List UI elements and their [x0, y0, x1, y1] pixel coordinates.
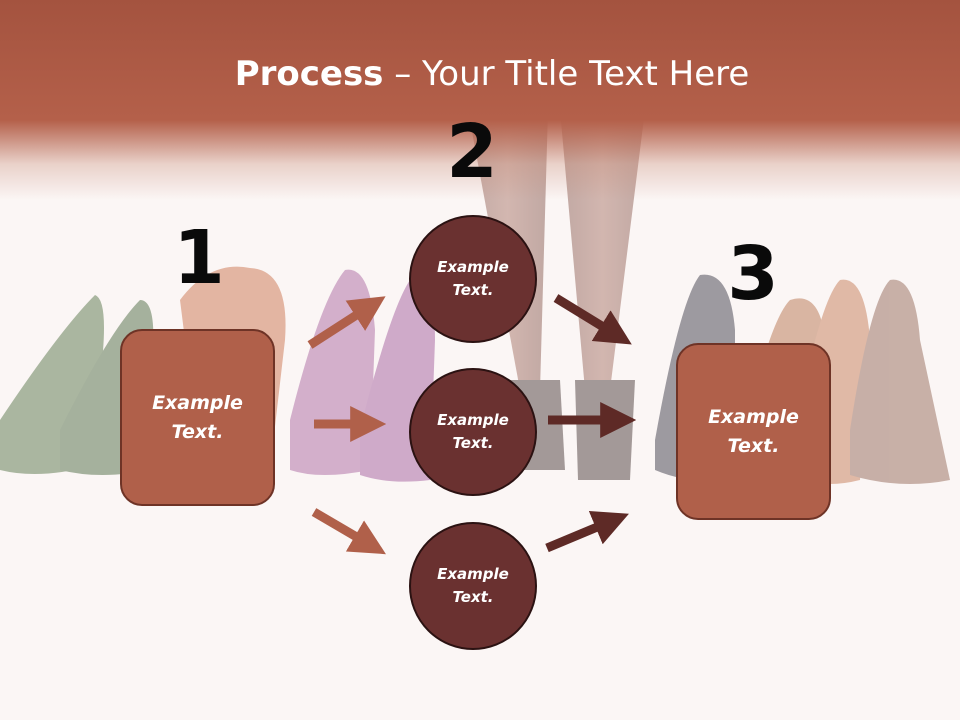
header-band — [0, 0, 960, 200]
step-1-box-label: Example Text. — [152, 391, 243, 443]
step-1-box[interactable]: Example Text. — [120, 329, 275, 506]
arrow-1-to-2-bottom — [311, 508, 386, 555]
arrow-2-top-to-3 — [553, 294, 632, 345]
title-bold: Process — [234, 54, 384, 94]
step-2-circle-top[interactable]: Example Text. — [409, 215, 537, 343]
circle-top-label: Example Text. — [437, 258, 509, 299]
step-number-2: 2 — [446, 109, 498, 195]
circle-bottom-label: Example Text. — [437, 565, 509, 606]
shoe-green-1 — [0, 295, 104, 474]
step-number-1: 1 — [173, 215, 225, 301]
step-2-circle-middle[interactable]: Example Text. — [409, 368, 537, 496]
slide-title: Process – Your Title Text Here — [0, 50, 960, 98]
arrow-1-to-2-top — [307, 296, 386, 349]
arrow-2-bottom-to-3 — [545, 511, 629, 553]
step-3-box-label: Example Text. — [708, 405, 799, 457]
step-2-circle-bottom[interactable]: Example Text. — [409, 522, 537, 650]
step-3-box[interactable]: Example Text. — [676, 343, 831, 520]
shoe-snake-1 — [850, 279, 950, 484]
step-number-3: 3 — [727, 231, 779, 317]
title-rest: – Your Title Text Here — [383, 54, 750, 94]
circle-middle-label: Example Text. — [437, 411, 509, 452]
